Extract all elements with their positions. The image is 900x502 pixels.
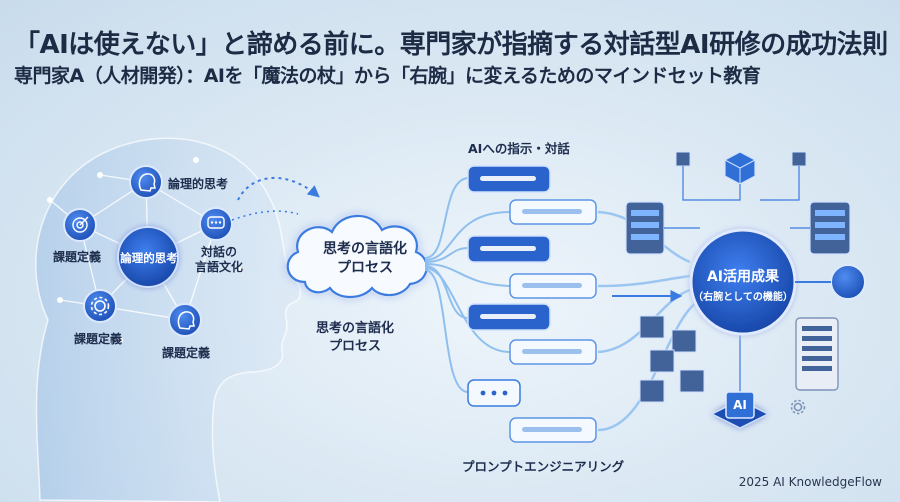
brain-node-label: 課題定義 bbox=[53, 250, 102, 264]
gear-icon bbox=[90, 296, 110, 316]
brain-node-label: 課題定義 bbox=[74, 332, 123, 346]
cube-left-1 bbox=[639, 315, 665, 339]
chat-bubble-dark-3 bbox=[467, 303, 551, 331]
page-subtitle: 専門家A（人材開発）：AIを「魔法の杖」から「右腕」に変えるためのマインドセット… bbox=[14, 65, 761, 87]
dialogue-connectors bbox=[424, 177, 511, 393]
cube-left-4 bbox=[679, 369, 705, 393]
brain-node-label: 論理的思考 bbox=[168, 177, 229, 191]
chat-bubble-typing bbox=[467, 379, 521, 407]
server-stack-left bbox=[625, 201, 665, 255]
brain-node-label: 課題定義 bbox=[162, 346, 211, 360]
thought-cloud bbox=[286, 214, 428, 299]
cube-small-1 bbox=[675, 151, 691, 167]
server-links bbox=[664, 166, 810, 395]
speech-bubble-icon bbox=[207, 216, 225, 229]
cube-left-2 bbox=[671, 329, 697, 353]
chat-bubble-light-3 bbox=[509, 339, 597, 365]
chat-bubble-light-2 bbox=[509, 273, 597, 299]
brain-node-label: 対話の 言語文化 bbox=[194, 245, 243, 274]
dialogue-bottom-label: プロンプトエンジニアリング bbox=[462, 459, 625, 474]
brain-node-dialogue bbox=[199, 207, 233, 241]
cube-left-3 bbox=[649, 349, 675, 373]
cube-small-2 bbox=[791, 151, 807, 167]
brain-node-logic bbox=[129, 165, 163, 199]
chat-bubble-dark-1 bbox=[467, 165, 551, 193]
chat-bubble-light-1 bbox=[509, 199, 597, 225]
brain-node-problem-2 bbox=[83, 289, 117, 323]
ai-chip-label: AI bbox=[733, 398, 747, 412]
cube-left-5 bbox=[639, 379, 665, 403]
server-stack-right bbox=[809, 201, 851, 255]
result-subtitle: （右腕としての機能） bbox=[693, 292, 793, 303]
page-title: 「AIは使えない」と諦める前に。専門家が指摘する対話型AI研修の成功法則 bbox=[14, 30, 888, 60]
dialogue-top-label: AIへの指示・対話 bbox=[468, 141, 570, 156]
head-icon bbox=[177, 311, 195, 330]
copyright: 2025 AI KnowledgeFlow bbox=[738, 475, 882, 489]
server-tower bbox=[795, 317, 839, 391]
result-side-node bbox=[830, 264, 866, 300]
small-gear-icon bbox=[790, 399, 806, 415]
brain-node-problem-3 bbox=[168, 303, 202, 337]
brain-center-label: 論理的思考 bbox=[120, 251, 178, 265]
brain-dots bbox=[47, 157, 243, 343]
header: 「AIは使えない」と諦める前に。専門家が指摘する対話型AI研修の成功法則 専門家… bbox=[0, 0, 900, 92]
flow-arrow-head-to-cloud bbox=[237, 176, 320, 201]
cube-top bbox=[724, 151, 756, 185]
head-icon bbox=[138, 173, 156, 192]
process-caption: 思考の言語化 プロセス bbox=[315, 321, 394, 354]
cloud-label: 思考の言語化 プロセス bbox=[323, 241, 407, 276]
brain-center-node bbox=[117, 226, 179, 288]
chat-bubble-dark-2 bbox=[467, 235, 551, 263]
ai-chip-icon bbox=[710, 391, 770, 429]
chat-bubble-light-4 bbox=[509, 417, 597, 443]
flow-dots bbox=[231, 210, 299, 221]
target-icon bbox=[72, 216, 89, 233]
result-title: AI活用成果 bbox=[706, 269, 780, 285]
